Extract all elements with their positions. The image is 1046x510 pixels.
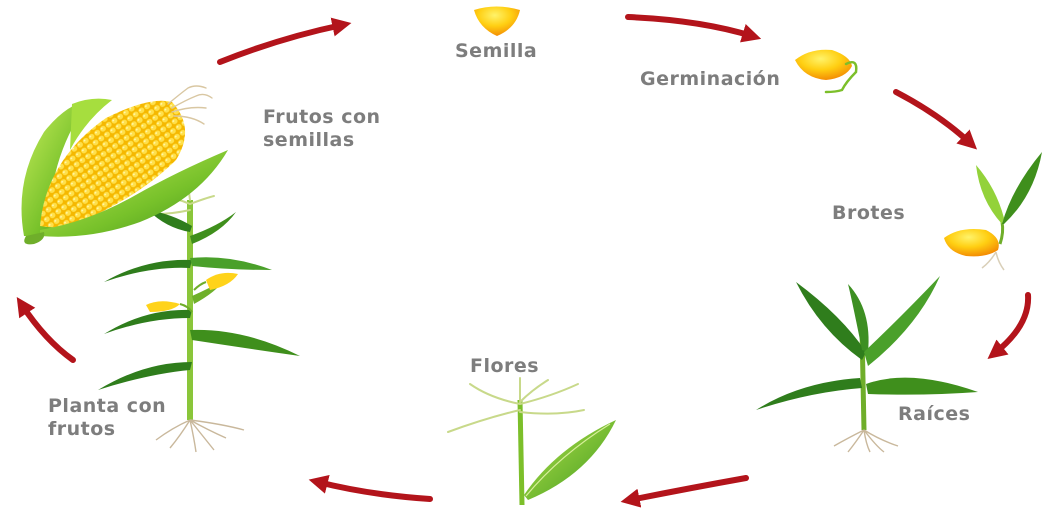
stage-label-flores: Flores	[470, 355, 539, 378]
stage-label-semilla: Semilla	[455, 40, 537, 63]
cycle-arrows	[16, 14, 1032, 508]
label-line: Planta con	[48, 395, 167, 417]
arrow-frutos-to-semilla	[217, 17, 352, 65]
arrow-semilla-to-germinacion	[625, 14, 762, 43]
sprout-illustration	[944, 152, 1042, 271]
stage-label-frutos-con-semillas: Frutos con semillas	[263, 106, 381, 152]
label-line: Brotes	[832, 202, 906, 224]
arrow-flores-to-planta	[308, 475, 433, 502]
germinating-seed-illustration	[795, 49, 858, 94]
arrow-raices-to-flores	[620, 475, 749, 508]
stage-label-brotes: Brotes	[832, 202, 905, 225]
small-ear-1	[146, 301, 193, 313]
label-line: Semilla	[455, 40, 538, 62]
label-line: Raíces	[898, 403, 971, 425]
young-plant-illustration	[756, 276, 978, 453]
label-line: Germinación	[640, 68, 781, 90]
label-line: Flores	[470, 355, 540, 377]
label-line: frutos	[48, 418, 116, 440]
stage-label-raices: Raíces	[898, 403, 970, 426]
stage-label-planta-con-frutos: Planta con frutos	[48, 395, 166, 441]
plant-with-fruits-illustration	[98, 184, 300, 453]
label-line: semillas	[263, 129, 355, 151]
arrow-germinacion-to-brotes	[893, 89, 978, 150]
seed-illustration	[474, 6, 520, 36]
flower-tassel-illustration	[447, 377, 616, 506]
arrow-brotes-to-raices	[987, 292, 1032, 359]
label-line: Frutos con	[263, 106, 381, 128]
corn-cob-illustration	[21, 85, 228, 245]
arrow-planta-to-frutos	[16, 296, 76, 363]
small-ear-2	[193, 272, 238, 291]
stage-label-germinacion: Germinación	[640, 68, 780, 91]
